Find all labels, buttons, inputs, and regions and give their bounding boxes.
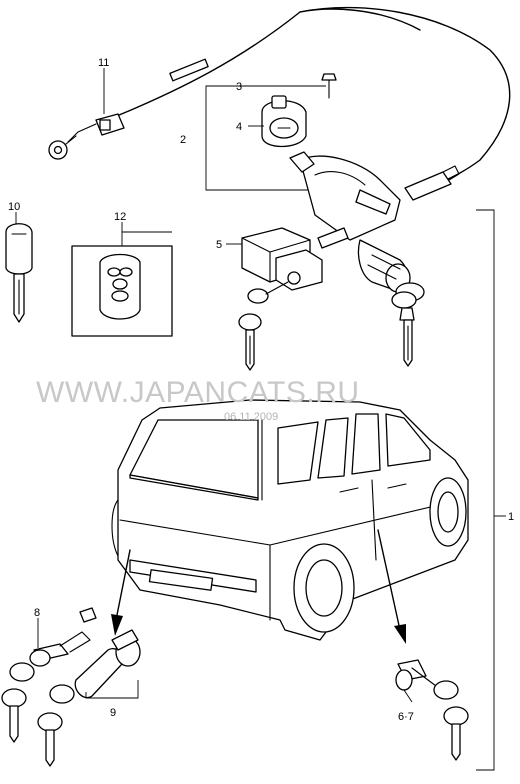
remote-transmitter-12 — [71, 231, 173, 337]
back-door-lock-9 — [37, 629, 141, 767]
key-10 — [5, 223, 33, 323]
ignition-switch-assembly — [205, 73, 411, 293]
callout-2: 2 — [180, 134, 186, 146]
callout-8: 8 — [34, 607, 40, 619]
ignition-keys — [391, 282, 425, 367]
cable-assembly — [48, 6, 511, 201]
callout-12: 12 — [114, 211, 126, 223]
callout-3: 3 — [236, 81, 242, 93]
watermark-site: WWW.JAPANCATS.RU — [36, 376, 360, 409]
lock-housing-5 — [238, 227, 323, 371]
callout-1: 1 — [508, 511, 514, 523]
callout-9: 9 — [110, 707, 116, 719]
callout-1-bracket — [476, 209, 495, 771]
callout-11: 11 — [98, 57, 109, 69]
tailgate-lock-8 — [1, 607, 97, 743]
door-lock-6-7 — [395, 659, 469, 761]
vehicle-illustration — [111, 399, 469, 644]
callout-4: 4 — [236, 121, 242, 133]
callout-10: 10 — [8, 201, 20, 213]
callout-6-7: 6·7 — [398, 711, 414, 723]
callout-5: 5 — [216, 239, 222, 251]
watermark-date: 06.11.2009 — [224, 411, 278, 423]
